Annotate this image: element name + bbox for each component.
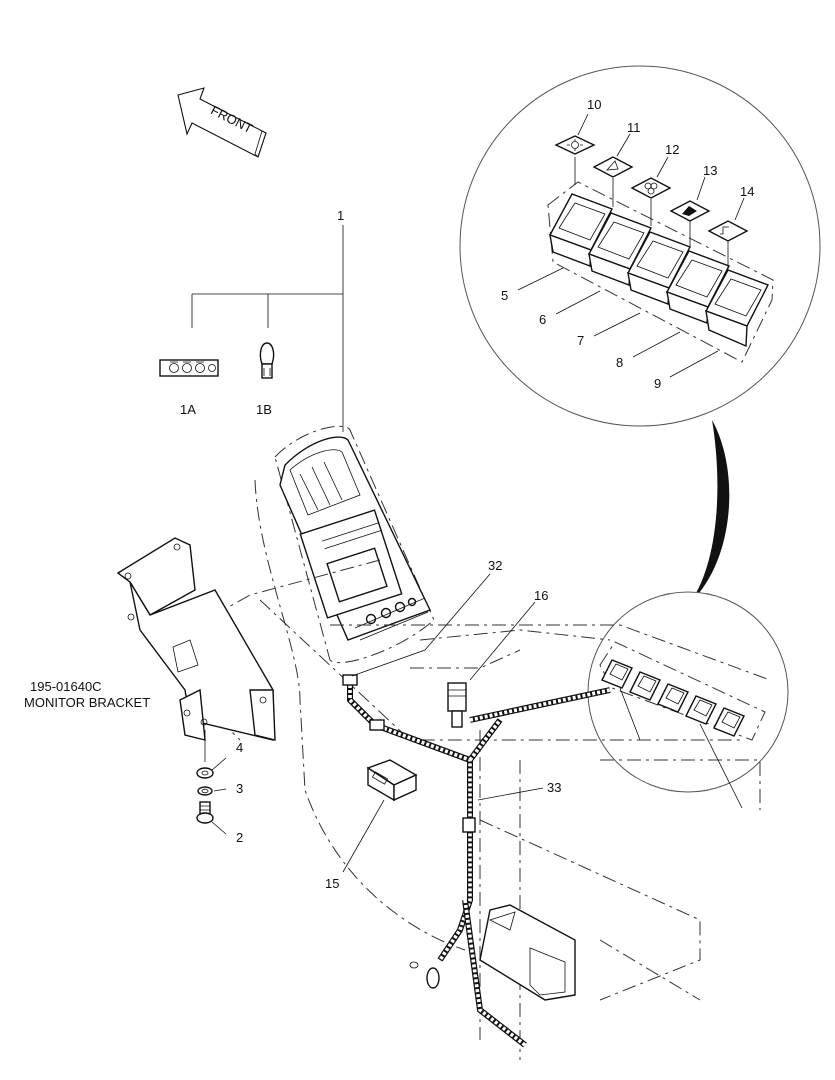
callout-11: 11	[627, 120, 641, 135]
hour-meter	[366, 759, 418, 802]
rocker-switch-8	[666, 250, 730, 324]
lower-console-bracket	[409, 904, 576, 1001]
callout-2: 2	[236, 830, 243, 845]
callout-1a: 1A	[180, 402, 196, 417]
leader-32	[351, 573, 491, 677]
callout-5: 5	[501, 288, 508, 303]
fastener-leaders	[204, 730, 227, 835]
callout-tree-1	[191, 225, 344, 432]
installed-switch-row	[601, 659, 745, 737]
callout-1b: 1B	[256, 402, 272, 417]
callout-9: 9	[654, 376, 661, 391]
sensor-16	[447, 682, 467, 728]
callout-16: 16	[534, 588, 548, 603]
magnification-pointer	[690, 420, 730, 603]
switch-detail-circle	[459, 65, 821, 427]
callout-1: 1	[337, 208, 344, 223]
leader-15	[342, 799, 385, 873]
front-direction-arrow: FRONT	[177, 87, 267, 158]
washer-icon	[707, 220, 749, 242]
monitor-panel	[274, 425, 435, 664]
leader-33	[477, 787, 544, 801]
bracket-part-number: 195-01640C	[30, 679, 102, 694]
bolt-2	[196, 801, 214, 824]
callout-33: 33	[547, 780, 561, 795]
callout-12: 12	[665, 142, 679, 157]
wiper-icon	[669, 200, 711, 222]
wire-harness	[342, 674, 611, 1048]
callout-8: 8	[616, 355, 623, 370]
installed-switch-circle	[587, 591, 789, 809]
callout-7: 7	[577, 333, 584, 348]
callout-15: 15	[325, 876, 339, 891]
work-light-icon	[554, 135, 596, 155]
callout-14: 14	[740, 184, 754, 199]
callout-4: 4	[236, 740, 243, 755]
horn-icon	[592, 156, 634, 178]
rocker-switch-6	[588, 212, 652, 286]
callout-13: 13	[703, 163, 717, 178]
monitor-bracket	[116, 537, 276, 741]
callout-6: 6	[539, 312, 546, 327]
bulb-holder-strip	[159, 359, 219, 377]
washer-4	[196, 767, 214, 779]
bracket-name: MONITOR BRACKET	[24, 695, 150, 710]
leader-16	[469, 601, 536, 681]
front-label: FRONT	[208, 102, 255, 136]
cab-console-outline	[169, 479, 771, 1060]
lock-washer-3	[197, 786, 213, 796]
bulb	[259, 342, 275, 379]
rocker-switch-5	[549, 193, 613, 267]
callout-32: 32	[488, 558, 502, 573]
callout-10: 10	[587, 97, 601, 112]
rocker-switch-9	[705, 269, 769, 348]
fan-icon	[630, 177, 672, 199]
callout-3: 3	[236, 781, 243, 796]
